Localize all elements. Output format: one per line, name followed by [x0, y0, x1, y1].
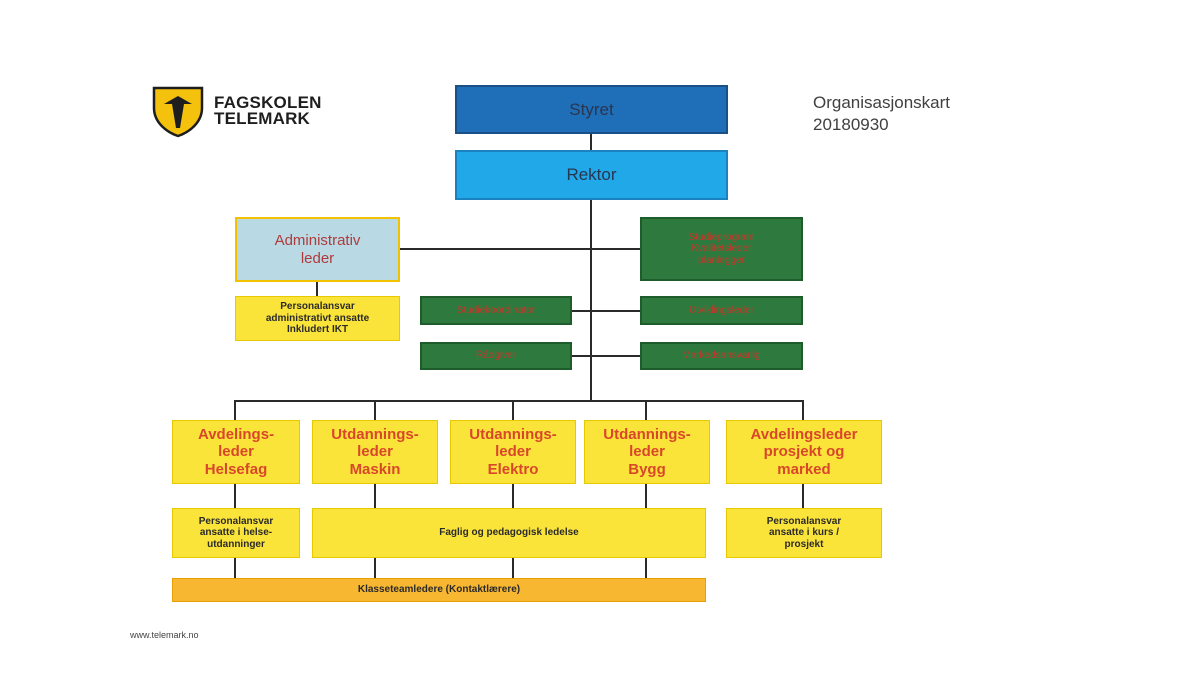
connector-maskin-sub — [374, 484, 376, 508]
node-helse-personalansvar: Personalansvar ansatte i helse- utdannin… — [172, 508, 300, 558]
footer-url: www.telemark.no — [130, 630, 199, 640]
connector-drop-bygg — [645, 400, 647, 420]
node-maskin-label: Utdannings- leder Maskin — [331, 426, 419, 478]
node-rektor: Rektor — [455, 150, 728, 200]
node-styret-label: Styret — [569, 99, 614, 119]
logo-line2: TELEMARK — [214, 109, 311, 128]
node-faglig-pedagogisk: Faglig og pedagogisk ledelse — [312, 508, 706, 558]
connector-admin — [400, 248, 640, 250]
connector-maskin-klasse — [374, 558, 376, 578]
connector-bygg-sub — [645, 484, 647, 508]
node-prosjekt-personalansvar: Personalansvar ansatte i kurs / prosjekt — [726, 508, 882, 558]
chart-title: Organisasjonskart 20180930 — [813, 92, 1033, 136]
node-studiekoordinator: Studiekoordinator — [420, 296, 572, 325]
connector-drop-elektro — [512, 400, 514, 420]
node-studieprogram: Studieprogram Kvalitetsleder planlegger — [640, 217, 803, 281]
node-helsefag: Avdelings- leder Helsefag — [172, 420, 300, 484]
node-utviklingsleder: Utviklingsleder — [640, 296, 803, 325]
node-studiekoordinator-label: Studiekoordinator — [456, 304, 536, 316]
logo: FAGSKOLEN TELEMARK — [150, 82, 350, 138]
connector-helse-sub — [234, 484, 236, 508]
connector-admin-sub — [316, 282, 318, 296]
chart-title-line1: Organisasjonskart — [813, 93, 951, 112]
shield-logo-icon — [152, 86, 204, 138]
node-markedsansvarlig: Markedsansvarlig — [640, 342, 803, 370]
node-rektor-label: Rektor — [566, 165, 617, 185]
node-radgiver-label: Rådgiver — [475, 350, 517, 362]
node-klasse-label: Klasseteamledere (Kontaktlærere) — [357, 584, 521, 596]
node-maskin: Utdannings- leder Maskin — [312, 420, 438, 484]
node-helsefag-label: Avdelings- leder Helsefag — [197, 426, 275, 478]
node-admin-sub-label: Personalansvar administrativt ansatte In… — [265, 301, 370, 336]
node-prosjekt-sub-label: Personalansvar ansatte i kurs / prosjekt — [766, 515, 842, 550]
node-administrativ-leder: Administrativ leder — [235, 217, 400, 282]
chart-date: 20180930 — [813, 115, 889, 135]
connector-bygg-klasse — [645, 558, 647, 578]
node-prosjekt-marked: Avdelingsleder prosjekt og marked — [726, 420, 882, 484]
node-utviklingsleder-label: Utviklingsleder — [688, 304, 755, 316]
connector-row1 — [572, 310, 640, 312]
connector-drop-helse — [234, 400, 236, 420]
node-styret: Styret — [455, 85, 728, 134]
node-faglig-label: Faglig og pedagogisk ledelse — [439, 527, 579, 539]
connector-prosjekt-sub — [802, 484, 804, 508]
connector-elektro-sub — [512, 484, 514, 508]
node-markedsansvarlig-label: Markedsansvarlig — [682, 350, 761, 362]
node-radgiver: Rådgiver — [420, 342, 572, 370]
connector-row2 — [572, 355, 640, 357]
connector-elektro-klasse — [512, 558, 514, 578]
connector-trunk — [590, 132, 592, 402]
node-klasseteamledere: Klasseteamledere (Kontaktlærere) — [172, 578, 706, 602]
node-elektro: Utdannings- leder Elektro — [450, 420, 576, 484]
connector-drop-maskin — [374, 400, 376, 420]
connector-bottom-bar — [234, 400, 802, 402]
node-admin-label: Administrativ leder — [274, 232, 361, 267]
node-admin-personalansvar: Personalansvar administrativt ansatte In… — [235, 296, 400, 341]
node-bygg-label: Utdannings- leder Bygg — [603, 426, 691, 478]
node-prosjekt-marked-label: Avdelingsleder prosjekt og marked — [750, 426, 858, 478]
node-helse-sub-label: Personalansvar ansatte i helse- utdannin… — [198, 515, 274, 550]
connector-helse-klasse — [234, 558, 236, 578]
node-elektro-label: Utdannings- leder Elektro — [469, 426, 557, 478]
connector-drop-prosjekt — [802, 400, 804, 420]
logo-line1: FAGSKOLEN — [214, 93, 322, 112]
node-bygg: Utdannings- leder Bygg — [584, 420, 710, 484]
node-studieprogram-label: Studieprogram Kvalitetsleder planlegger — [688, 231, 755, 266]
